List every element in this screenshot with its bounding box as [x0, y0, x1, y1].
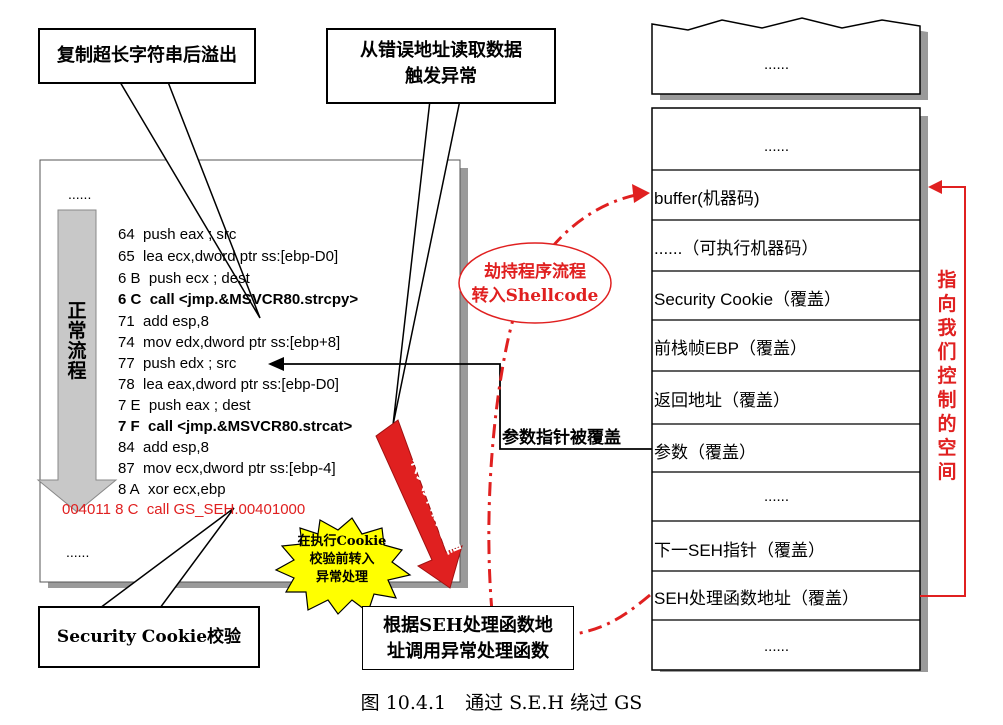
code-addr: 77 [118, 355, 135, 372]
code-addr: 71 [118, 313, 135, 330]
code-addr: 6 C [118, 291, 142, 308]
code-addr: 78 [118, 376, 135, 393]
stack-cell: ...... [764, 638, 790, 655]
callout-copy-overflow-text: 复制超长字符串后溢出 [57, 45, 237, 66]
code-text: lea ecx,dword ptr ss:[ebp-D0] [143, 248, 339, 265]
points-to-label: 指向我们控制的空间 [936, 268, 958, 484]
stack-cell-ebp: 前栈帧EBP（覆盖） [654, 339, 808, 358]
code-text: push eax ; src [143, 226, 237, 243]
callout-cookie-check-text: Security Cookie校验 [56, 627, 242, 647]
code-line: 7 E push eax ; dest [118, 397, 251, 414]
arg-pointer-arrowhead [268, 357, 284, 371]
callout-read-invalid-line2: 触发异常 [405, 66, 477, 87]
code-line-strcpy: 6 C call <jmp.&MSVCR80.strcpy> [118, 291, 358, 308]
code-addr: 7 F [118, 418, 140, 435]
code-page [39, 159, 461, 583]
code-line: 8 A xor ecx,ebp [118, 481, 226, 498]
normal-flow-label: 正常流程 [65, 302, 89, 382]
code-addr: 74 [118, 334, 135, 351]
code-text: mov edx,dword ptr ss:[ebp+8] [143, 334, 341, 351]
code-line: 65 lea ecx,dword ptr ss:[ebp-D0] [118, 248, 338, 265]
callout-seh-call: 根据SEH处理函数地 址调用异常处理函数 [362, 606, 574, 670]
code-addr: 8 A [118, 481, 140, 498]
stack-cell-seh-handler: SEH处理函数地址（覆盖） [654, 589, 859, 608]
callout-cookie-check: Security Cookie校验 [38, 606, 260, 668]
stack-cell-arg: 参数（覆盖） [654, 443, 756, 462]
code-addr: 65 [118, 248, 135, 265]
stack-cell: ...... [764, 488, 790, 505]
code-text: call <jmp.&MSVCR80.strcat> [148, 418, 353, 435]
points-to-text: 指向我们控制的空间 [937, 269, 957, 483]
code-line: 78 lea eax,dword ptr ss:[ebp-D0] [118, 376, 339, 393]
callout-read-invalid: 从错误地址读取数据 触发异常 [326, 28, 556, 104]
hijack-label-line1: 劫持程序流程 [484, 262, 586, 282]
code-addr: 6 B [118, 270, 141, 287]
callout-read-invalid-line1: 从错误地址读取数据 [360, 40, 522, 61]
code-text: push edx ; src [143, 355, 237, 372]
stack-cell: ...... [764, 138, 790, 155]
stack-body [651, 107, 921, 671]
code-text: lea eax,dword ptr ss:[ebp-D0] [143, 376, 339, 393]
code-text: xor ecx,ebp [148, 481, 226, 498]
stack-top-fragment [651, 17, 921, 95]
code-line: 71 add esp,8 [118, 313, 209, 330]
hijack-label: 劫持程序流程 转入Shellcode [462, 260, 608, 308]
code-line: 64 push eax ; src [118, 226, 236, 243]
callout-seh-call-line1: 根据SEH处理函数地 [383, 615, 553, 636]
figure-caption: 图 10.4.1 通过 S.E.H 绕过 GS [360, 692, 643, 714]
stack-cell-ret: 返回地址（覆盖） [654, 391, 790, 410]
code-text: add esp,8 [143, 313, 209, 330]
control-bracket [920, 186, 966, 597]
stack-dividers [652, 169, 920, 621]
stack-cell-shellcode: ......（可执行机器码） [654, 239, 819, 258]
callout-seh-call-line2: 址调用异常处理函数 [387, 641, 549, 662]
before-cookie-line2: 校验前转入 [309, 552, 375, 567]
hijack-ellipse [458, 242, 612, 324]
code-line-strcat: 7 F call <jmp.&MSVCR80.strcat> [118, 418, 352, 435]
hijack-label-line2: 转入Shellcode [471, 286, 599, 306]
code-addr: 64 [118, 226, 135, 243]
code-line: 77 push edx ; src [118, 355, 236, 372]
code-dots-bottom: ...... [66, 544, 90, 560]
code-line: 84 add esp,8 [118, 439, 209, 456]
code-addr: 7 E [118, 397, 141, 414]
code-line: 87 mov ecx,dword ptr ss:[ebp-4] [118, 460, 336, 477]
stack-cell-next-seh: 下一SEH指针（覆盖） [654, 541, 825, 560]
code-addr: 87 [118, 460, 135, 477]
code-line-cookie-check: 004011 8 C call GS_SEH.00401000 [62, 501, 305, 518]
code-addr: 84 [118, 439, 135, 456]
code-text: call GS_SEH.00401000 [146, 501, 306, 518]
hijack-arrowhead [632, 184, 650, 203]
exception-burst [274, 517, 412, 615]
before-cookie-line1: 在执行Cookie [297, 534, 387, 549]
stack-cell-buffer: buffer(机器码) [654, 189, 760, 208]
callout-copy-overflow: 复制超长字符串后溢出 [38, 28, 256, 84]
normal-flow-text: 正常流程 [67, 301, 87, 382]
arg-pointer-line [282, 363, 652, 450]
jump-exception-arrow [375, 419, 463, 589]
control-bracket-arrowhead [928, 180, 942, 194]
code-addr: 004011 8 C [62, 501, 139, 518]
code-line: 74 mov edx,dword ptr ss:[ebp+8] [118, 334, 340, 351]
arg-overwritten-label: 参数指针被覆盖 [502, 423, 621, 448]
stack-top-dots: ...... [764, 56, 790, 73]
code-text: push eax ; dest [148, 397, 251, 414]
code-text: call <jmp.&MSVCR80.strcpy> [149, 291, 359, 308]
code-text: add esp,8 [143, 439, 209, 456]
code-text: mov ecx,dword ptr ss:[ebp-4] [143, 460, 336, 477]
before-cookie-label: 在执行Cookie 校验前转入 异常处理 [292, 533, 392, 587]
code-line: 6 B push ecx ; dest [118, 270, 250, 287]
normal-flow-arrow [36, 209, 118, 513]
before-cookie-line3: 异常处理 [315, 570, 368, 585]
code-dots-top: ...... [68, 186, 92, 202]
code-text: push ecx ; dest [148, 270, 250, 287]
stack-cell-cookie: Security Cookie（覆盖） [654, 290, 842, 309]
